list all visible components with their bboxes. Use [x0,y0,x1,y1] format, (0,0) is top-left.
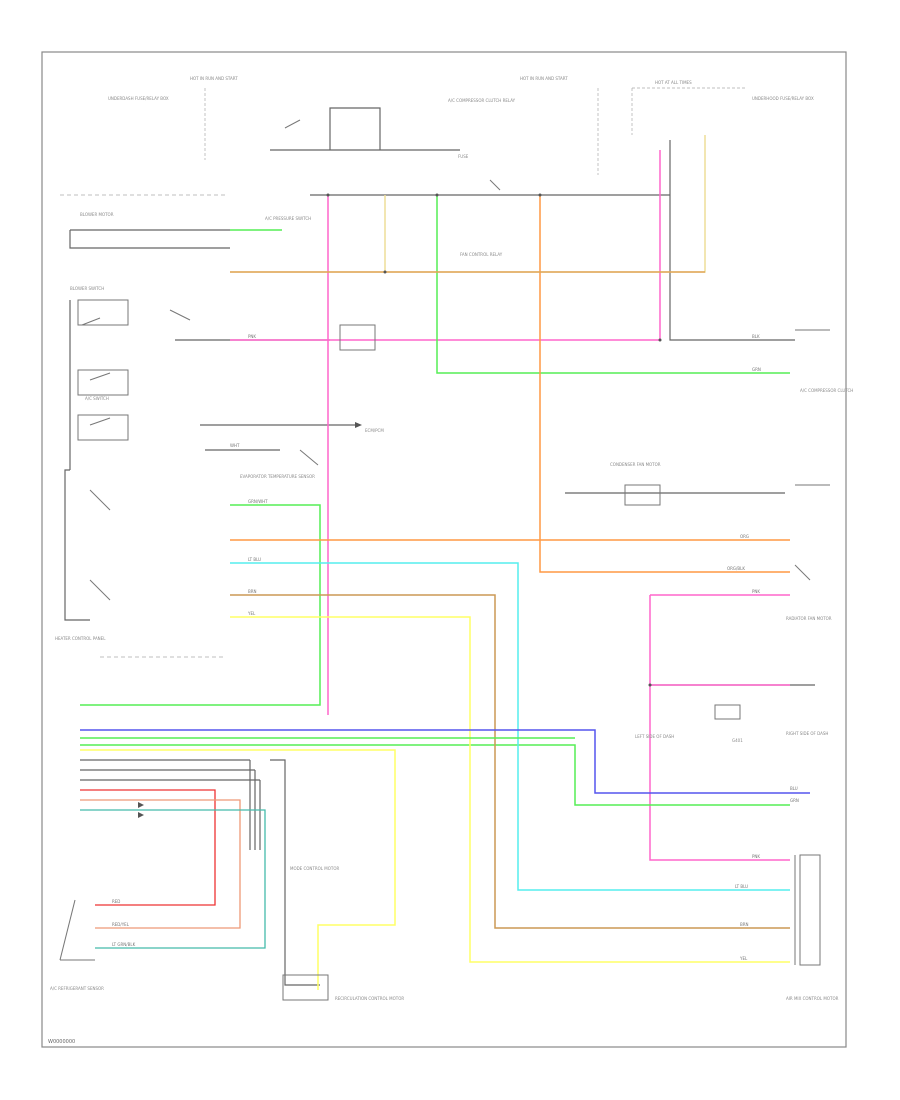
wire-label-org: ORG [740,534,749,539]
switch-symbols [59,119,830,1001]
wire-label-wht: WHT [230,443,240,448]
orange-wires [230,195,790,573]
gray-wires [64,107,815,986]
wire-label-pnk-3: PNK [752,854,760,859]
label-ac-switch: A/C SWITCH [85,396,109,401]
label-blower-switch: BLOWER SWITCH [70,286,104,291]
wire-label-brn-2: BRN [740,922,749,927]
label-radiator-fan-motor: RADIATOR FAN MOTOR [786,616,832,621]
wire-label-yel-2: YEL [739,956,748,961]
wire-label-ltblu-2: LT BLU [735,884,748,889]
label-ac-pressure-switch: A/C PRESSURE SWITCH [265,216,311,221]
label-g401: G401 [732,738,743,743]
label-ac-compressor-clutch: A/C COMPRESSOR CLUTCH [800,388,853,393]
wire-label-blk-1: BLK [752,334,760,339]
label-ac-refrigerant-sensor: A/C REFRIGERANT SENSOR [50,986,104,991]
wire-label-redyel: RED/YEL [112,922,130,927]
red-sensor-wire [80,789,216,906]
diagram-frame [41,51,847,1048]
wire-label-orgblk: ORG/BLK [727,566,745,571]
label-fan-control-relay: FAN CONTROL RELAY [460,252,503,257]
label-blower-motor: BLOWER MOTOR [80,212,114,217]
light-blue-wire [230,562,790,891]
wire-label-grnwht: GRN/WHT [248,499,268,504]
footer-code: W0000000 [48,1039,75,1045]
label-ac-compressor-relay: A/C COMPRESSOR CLUTCH RELAY [448,98,516,103]
label-condenser-fan-motor: CONDENSER FAN MOTOR [610,462,661,467]
label-air-mix-control-motor: AIR MIX CONTROL MOTOR [786,996,839,1001]
brown-wire [230,594,790,929]
label-hot-at-all-times: HOT AT ALL TIMES [655,80,692,85]
salmon-sensor-wire [80,799,241,929]
wire-label-grn-2: GRN [790,798,799,803]
label-underdash-fuse-box: UNDERDASH FUSE/RELAY BOX [108,96,169,101]
wire-label-grn-1: GRN [752,367,761,372]
label-underhood-fuse-box: UNDERHOOD FUSE/RELAY BOX [752,96,814,101]
wire-label-pnk-2: PNK [752,589,760,594]
label-recirc-control-motor: RECIRCULATION CONTROL MOTOR [335,996,404,1001]
green-wires [80,195,790,806]
label-left-dash: LEFT SIDE OF DASH [635,734,674,739]
label-right-dash: RIGHT SIDE OF DASH [786,731,828,736]
wire-label-ltgrnblk: LT GRN/BLK [112,942,136,947]
wire-label-yel-1: YEL [247,611,256,616]
wire-label-brn-1: BRN [248,589,257,594]
yellow-wires [80,616,790,990]
label-heater-control-panel: HEATER CONTROL PANEL [55,636,106,641]
teal-sensor-wire [80,809,266,949]
connectors [138,193,662,818]
label-evap-temp-sensor: EVAPORATOR TEMPERATURE SENSOR [240,474,315,479]
wire-label-ltblu-1: LT BLU [248,557,261,562]
pink-wires [230,150,790,861]
blue-wire [80,729,810,794]
label-hot-run-start-left: HOT IN RUN AND START [190,76,238,81]
wire-label-blu: BLU [790,786,798,791]
label-fuse: FUSE [458,154,469,159]
wire-label-pnk-1: PNK [248,334,256,339]
label-hot-run-start-right: HOT IN RUN AND START [520,76,568,81]
label-ecm-pcm: ECM/PCM [365,428,384,433]
label-mode-control-motor: MODE CONTROL MOTOR [290,866,339,871]
wire-label-red: RED [112,899,120,904]
